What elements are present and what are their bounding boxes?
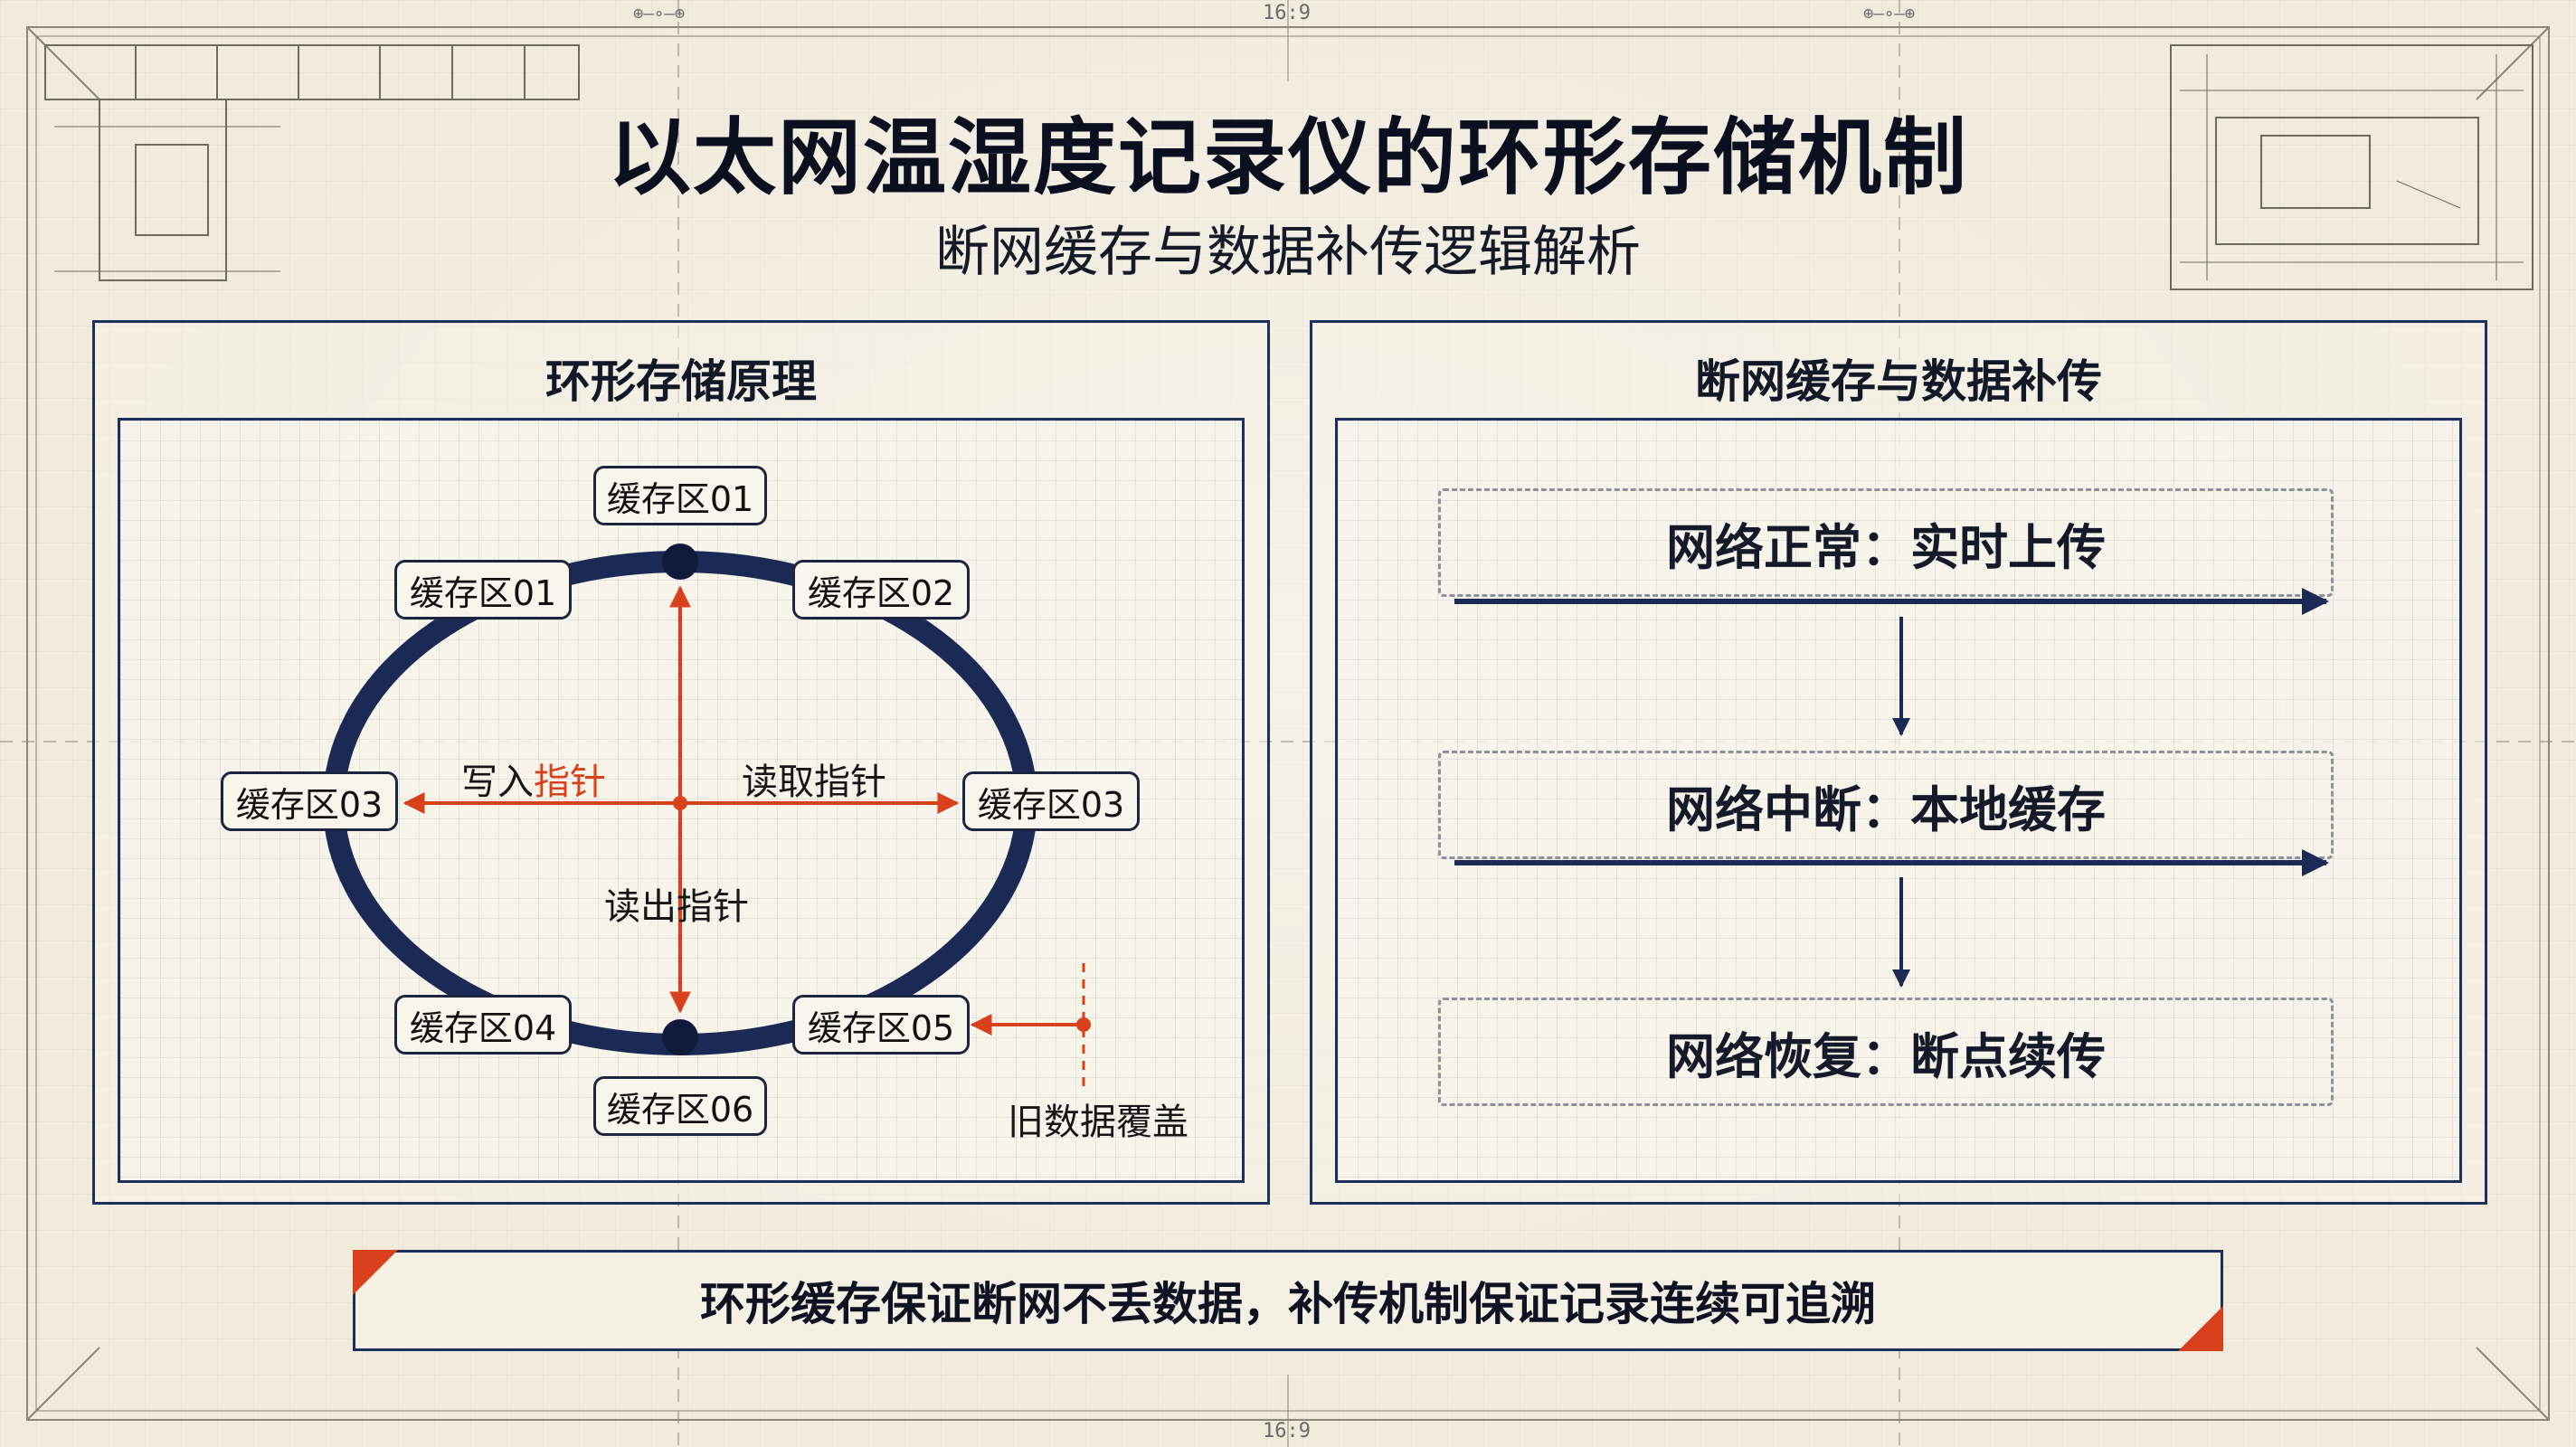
stage-network-interrupted: 网络中断：本地缓存 [1438,751,2334,859]
ruler-label-top-left: ⊕—∘—⊕ [633,4,686,24]
ring-storage-panel-title: 环形存储原理 [545,355,817,408]
pointer-origin [673,796,687,810]
buffer-node-lower-left: 缓存区04 [394,995,572,1055]
offline-cache-flow-area [1335,418,2462,1183]
read-out-pointer-label: 读出指针 [604,886,749,928]
stage-network-normal: 网络正常：实时上传 [1438,488,2334,597]
ratio-label-top: 16:9 [1263,2,1311,24]
overwrite-label: 旧数据覆盖 [1008,1102,1189,1143]
page-subtitle: 断网缓存与数据补传逻辑解析 [935,221,1641,284]
write-pointer-label: 写入指针 [461,752,606,805]
page-title: 以太网温湿度记录仪的环形存储机制 [607,109,1968,206]
overwrite-marker-dot [1076,1017,1091,1032]
banner-corner-accent-right [2178,1306,2223,1351]
write-pointer-label-suffix: 指针 [534,761,606,803]
buffer-node-upper-right: 缓存区02 [792,560,970,619]
banner-corner-accent-left [353,1250,398,1295]
buffer-node-left: 缓存区03 [221,771,398,831]
offline-cache-panel-title: 断网缓存与数据补传 [1695,355,2102,408]
summary-banner: 环形缓存保证断网不丢数据，补传机制保证记录连续可追溯 [353,1250,2223,1351]
buffer-node-lower-right: 缓存区05 [792,995,970,1055]
buffer-node-right: 缓存区03 [962,771,1140,831]
ring-node-top [662,544,698,580]
read-pointer-label: 读取指针 [742,761,886,803]
buffer-node-top: 缓存区01 [593,466,767,525]
buffer-node-upper-left: 缓存区01 [394,560,572,619]
ruler-label-top-right: ⊕—∘—⊕ [1863,4,1916,24]
write-pointer-label-prefix: 写入 [461,761,534,803]
ratio-label-bottom: 16:9 [1263,1420,1311,1442]
buffer-node-bottom: 缓存区06 [593,1076,767,1136]
stage-network-recovered: 网络恢复：断点续传 [1438,998,2334,1106]
ring-node-bottom [662,1019,698,1055]
